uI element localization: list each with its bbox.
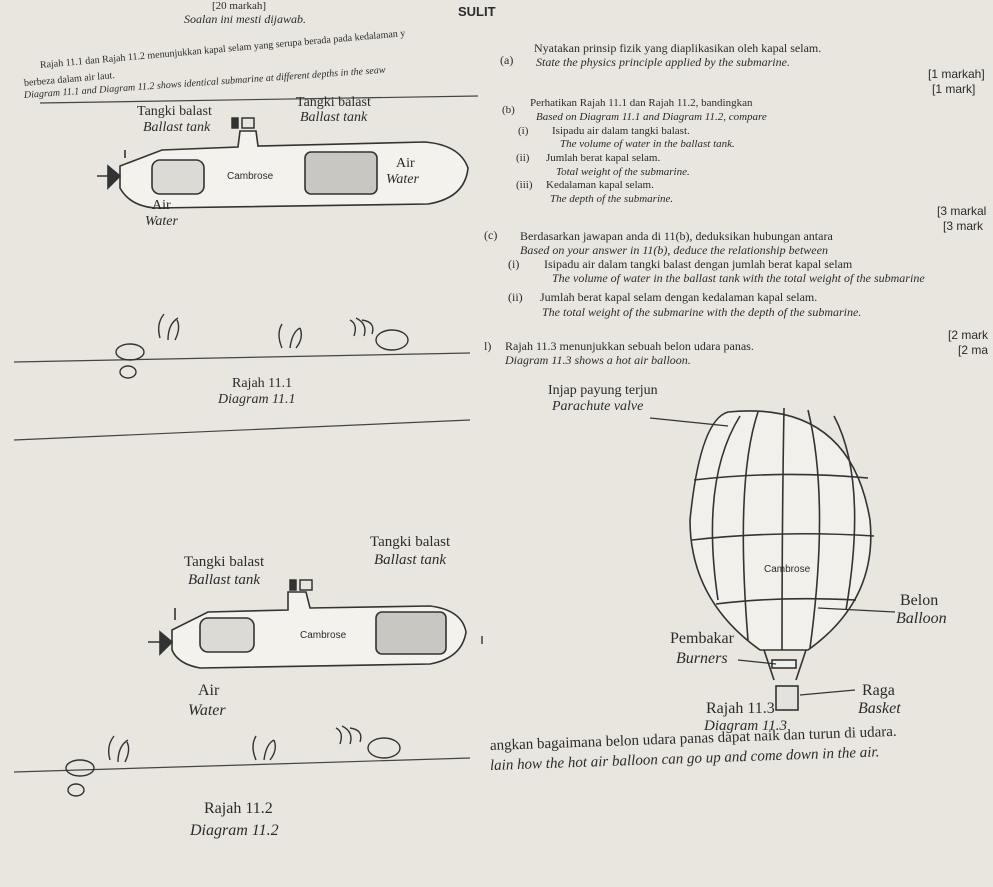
qb-item3-ms: Kedalaman kapal selam. <box>546 179 654 191</box>
diagram-11-1-frame <box>13 95 479 441</box>
d11-2-caption-en: Diagram 11.2 <box>190 822 279 839</box>
d11-1-ballast-ms-2: Tangki balast <box>296 95 371 110</box>
qc-item1-en: The volume of water in the ballast tank … <box>552 271 925 285</box>
qc-en: Based on your answer in 11(b), deduce th… <box>520 243 828 257</box>
d11-3-basket-ms: Raga <box>862 682 895 699</box>
d11-1-water-ms-left: Air <box>152 198 171 213</box>
d11-2-water-ms: Air <box>198 682 220 699</box>
d11-3-caption-ms: Rajah 11.3 <box>706 700 775 717</box>
qb-marks-ms: [3 markal <box>937 204 987 218</box>
qa-marks-ms: [1 markah] <box>928 67 985 81</box>
qa-marks-en: [1 mark] <box>932 82 976 96</box>
d11-1-caption-en: Diagram 11.1 <box>218 392 296 407</box>
d11-1-ballast-en-2: Ballast tank <box>300 110 368 125</box>
d11-3-balloon-en: Balloon <box>896 610 947 627</box>
d11-3-valve-en: Parachute valve <box>552 399 644 414</box>
qb-item2-ms: Jumlah berat kapal selam. <box>546 152 661 164</box>
d11-3-valve-ms: Injap payung terjun <box>548 383 658 398</box>
d11-2-water-en: Water <box>188 702 226 719</box>
qc-label: (c) <box>484 228 498 242</box>
d11-3-basket-en: Basket <box>858 700 901 717</box>
d11-1-brand: Cambrose <box>227 171 274 182</box>
d11-2-ballast-ms-1: Tangki balast <box>184 554 265 570</box>
qd-ms: Rajah 11.3 menunjukkan sebuah belon udar… <box>505 339 754 353</box>
qa-label: (a) <box>500 53 514 67</box>
qc-item1-num: (i) <box>508 257 520 271</box>
seabed-plants-2 <box>65 725 401 797</box>
qc-item1-ms: Isipadu air dalam tangki balast dengan j… <box>544 257 853 271</box>
qc-item2-en: The total weight of the submarine with t… <box>542 305 862 319</box>
qc-marks-en: [2 ma <box>958 343 989 357</box>
qd-label: l) <box>484 339 492 353</box>
d11-1-caption-ms: Rajah 11.1 <box>232 376 293 391</box>
d11-3-balloon-ms: Belon <box>900 592 939 609</box>
snorkel-icon-2 <box>289 579 313 591</box>
d11-2-ballast-en-2: Ballast tank <box>374 552 447 568</box>
d11-1-water-en-left: Water <box>145 214 178 229</box>
qc-item2-num: (ii) <box>508 290 523 304</box>
submarine-2 <box>148 591 467 669</box>
qb-label: (b) <box>502 104 515 116</box>
sulit-label: SULIT <box>458 4 496 19</box>
d11-3-brand: Cambrose <box>764 564 811 575</box>
d11-2-ballast-ms-2: Tangki balast <box>370 534 451 550</box>
d11-1-ballast-ms-1: Tangki balast <box>137 104 212 119</box>
qc-ms: Berdasarkan jawapan anda di 11(b), deduk… <box>520 229 833 243</box>
d11-2-ballast-en-1: Ballast tank <box>188 572 261 588</box>
qb-item2-num: (ii) <box>516 152 530 164</box>
submarine-1 <box>97 130 469 209</box>
qb-item2-en: Total weight of the submarine. <box>556 166 690 178</box>
qb-item3-en: The depth of the submarine. <box>550 193 674 205</box>
d11-2-brand: Cambrose <box>300 630 347 641</box>
snorkel-icon-1 <box>231 117 255 129</box>
qd-en: Diagram 11.3 shows a hot air balloon. <box>505 353 691 367</box>
d11-1-water-ms-right: Air <box>396 156 415 171</box>
d11-1-ballast-en-1: Ballast tank <box>143 120 211 135</box>
balloon-pointer-lines <box>649 417 896 696</box>
qb-item1-num: (i) <box>518 125 529 137</box>
diagram-11-2-frame <box>13 757 471 773</box>
qb-item3-num: (iii) <box>516 179 533 191</box>
d11-3-burner-ms: Pembakar <box>670 630 734 647</box>
d11-3-burner-en: Burners <box>676 650 728 667</box>
marks-total: [20 markah] <box>212 0 267 12</box>
instruction-text: Soalan ini mesti dijawab. <box>184 12 307 26</box>
d11-3-caption-en: Diagram 11.3 <box>704 718 788 734</box>
qc-item2-ms: Jumlah berat kapal selam dengan kedalama… <box>540 290 818 304</box>
qb-marks-en: [3 mark <box>943 219 984 233</box>
qb-item1-en: The volume of water in the ballast tank. <box>560 138 735 150</box>
qc-marks-ms: [2 mark <box>948 328 989 342</box>
qb-en: Based on Diagram 11.1 and Diagram 11.2, … <box>536 111 767 123</box>
d11-1-water-en-right: Water <box>386 172 419 187</box>
qa-en: State the physics principle applied by t… <box>536 55 790 69</box>
d11-2-caption-ms: Rajah 11.2 <box>204 800 273 817</box>
qa-ms: Nyatakan prinsip fizik yang diaplikasika… <box>534 41 822 55</box>
hot-air-balloon <box>689 407 875 651</box>
seabed-plants-1 <box>115 313 409 379</box>
qb-ms: Perhatikan Rajah 11.1 dan Rajah 11.2, ba… <box>530 97 753 109</box>
qb-item1-ms: Isipadu air dalam tangki balast. <box>552 125 690 137</box>
